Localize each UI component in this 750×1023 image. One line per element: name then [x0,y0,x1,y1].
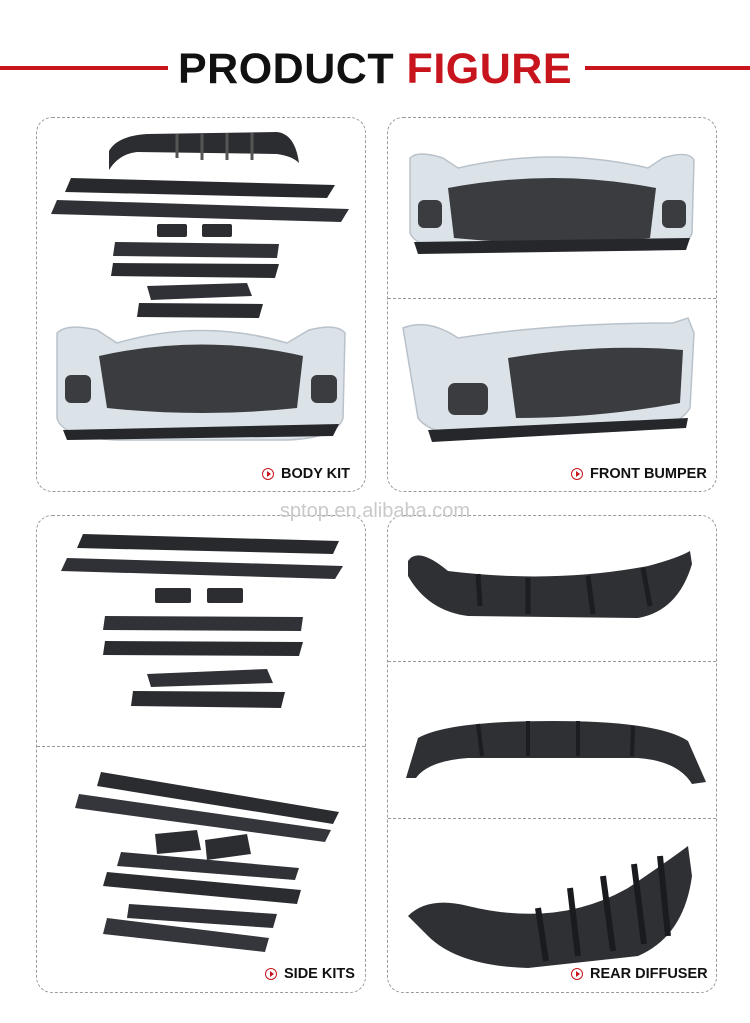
play-circle-icon [571,968,583,980]
label-rear-diffuser-text: REAR DIFFUSER [590,966,708,982]
section-header: PRODUCT FIGURE [0,38,750,100]
play-circle-icon [265,968,277,980]
panel-body-kit: BODY KIT [36,117,366,492]
panel-side-kits: SIDE KITS [36,515,366,993]
front-bumper-image [402,153,695,442]
title-part-1: PRODUCT [177,45,395,93]
panel-divider [37,746,365,747]
play-circle-icon [262,468,274,480]
page-title: PRODUCT FIGURE [0,44,750,94]
panel-divider [388,298,716,299]
body-kit-image [51,132,349,441]
label-front-bumper-text: FRONT BUMPER [590,466,707,482]
label-side-kits-text: SIDE KITS [284,966,355,982]
label-body-kit-text: BODY KIT [281,466,351,482]
rear-diffuser-image [406,551,706,968]
panel-divider [388,818,716,819]
side-kits-image [61,534,343,952]
title-part-2: FIGURE [406,45,572,93]
label-side-kits: SIDE KITS [265,966,355,982]
watermark: sptop.en.alibaba.com [279,500,471,522]
header-rule-right [585,66,750,70]
panel-rear-diffuser: REAR DIFFUSER [387,515,717,993]
header-rule-left [0,66,168,70]
label-body-kit: BODY KIT [262,466,350,482]
label-rear-diffuser: REAR DIFFUSER [571,966,708,982]
panel-divider [388,661,716,662]
play-circle-icon [571,468,583,480]
label-front-bumper: FRONT BUMPER [571,466,707,482]
panel-front-bumper: FRONT BUMPER [387,117,717,492]
